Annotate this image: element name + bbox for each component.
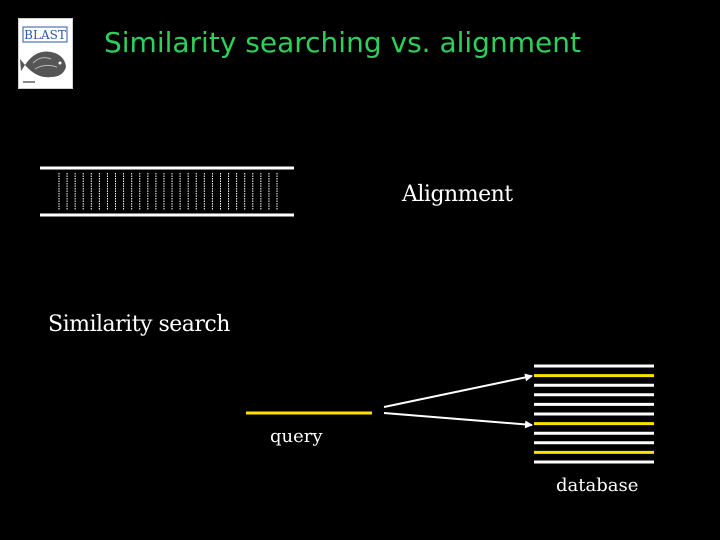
alignment-label: Alignment: [402, 182, 513, 207]
fish-icon: [20, 51, 66, 78]
database-label: database: [556, 475, 639, 496]
alignment-graphic: [40, 166, 294, 217]
alignment-match-lines: [58, 173, 278, 210]
slide-title: Similarity searching vs. alignment: [104, 26, 581, 59]
blast-logo: BLAST: [18, 18, 73, 89]
similarity-search-label: Similarity search: [48, 312, 230, 337]
arrow-to-database-bottom: [383, 412, 533, 429]
similarity-search-graphic: [246, 364, 654, 464]
logo-text: BLAST: [24, 28, 66, 42]
query-label: query: [270, 426, 323, 447]
database-sequences: [534, 364, 654, 464]
arrow-to-database-top: [383, 373, 533, 408]
